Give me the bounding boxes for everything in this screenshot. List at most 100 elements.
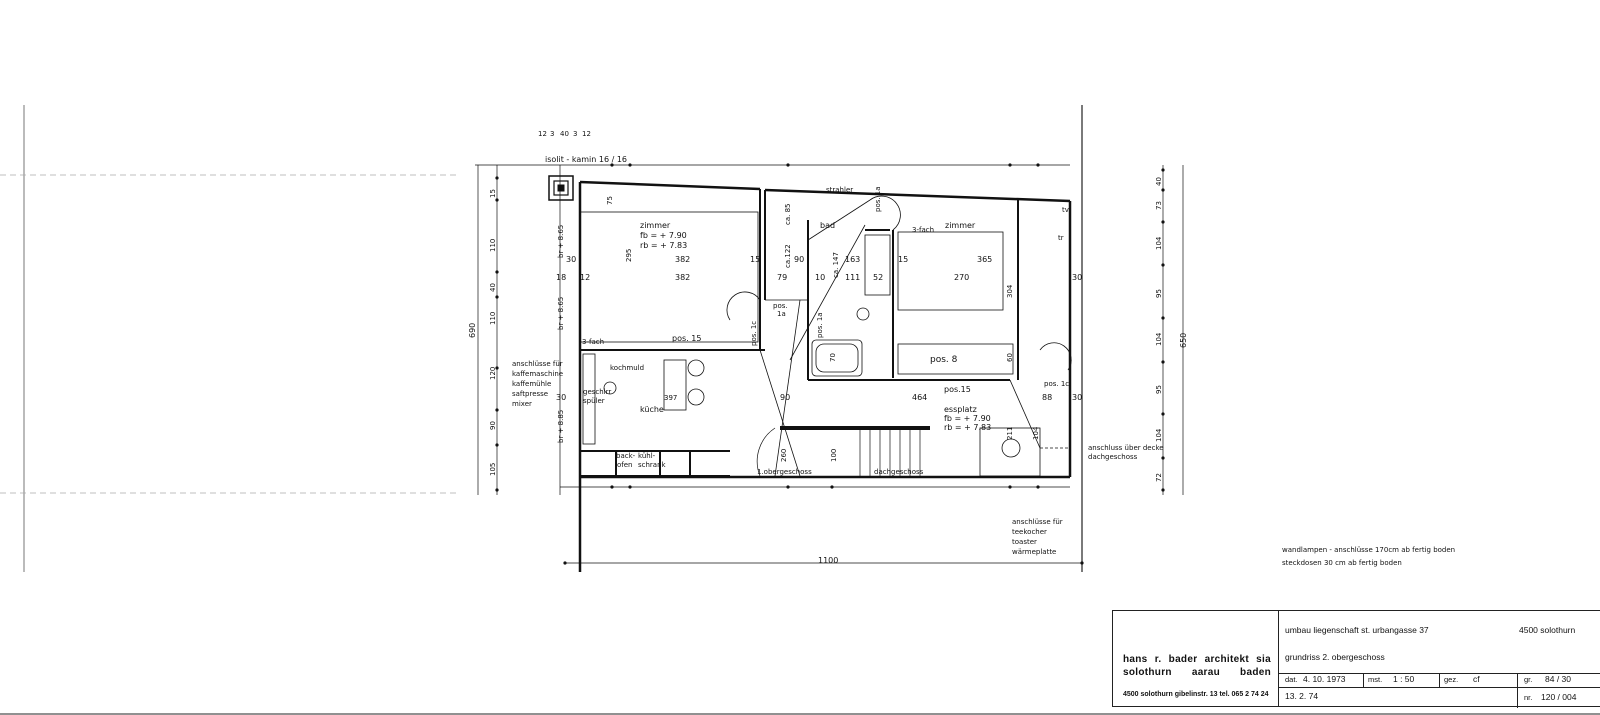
note-left: anschlüsse für kaffemaschine kaffemühle … — [512, 360, 563, 408]
note-bottom: anschlüsse für teekocher toaster wärmepl… — [1012, 518, 1063, 556]
dim-right-3: 95 — [1155, 289, 1163, 298]
dim-left-3: 110 — [489, 312, 497, 325]
dim-left-0: 15 — [489, 189, 497, 198]
label-pos1a-c: pos. 1a — [816, 312, 824, 338]
note-bottom-1: teekocher — [1012, 528, 1047, 536]
dim-70: 70 — [829, 353, 837, 362]
chimney — [548, 175, 574, 201]
firm-line-1: hans r. bader architekt sia — [1123, 654, 1271, 665]
dim-30a: 30 — [566, 255, 576, 264]
number-label: nr. — [1524, 693, 1533, 702]
label-pos15-b: pos.15 — [944, 385, 971, 394]
firm-name: hans r. bader architekt sia solothurn aa… — [1123, 653, 1271, 679]
dimension-lines — [475, 164, 1184, 564]
size-value: 84 / 30 — [1545, 674, 1571, 684]
dim-left-4: 120 — [489, 367, 497, 380]
dim-top-3: 3 — [573, 130, 577, 138]
dim-85: ca. 85 — [784, 204, 792, 226]
dim-18: 18 — [556, 273, 566, 282]
dim-88: 88 — [1042, 393, 1052, 402]
dim-211: 211 — [1006, 427, 1014, 440]
dim-15b: 15 — [898, 255, 908, 264]
dim-260: 260 — [780, 449, 788, 462]
label-kochmulde: kochmuld — [610, 364, 644, 372]
dim-right-6: 104 — [1155, 428, 1163, 442]
dim-79: 79 — [777, 273, 787, 282]
title-block-divider-2 — [1439, 673, 1440, 687]
dim-br-3: br + 8.85 — [557, 410, 565, 443]
scale-value: 1 : 50 — [1393, 674, 1415, 684]
label-geschirr-2: spüler — [583, 397, 605, 405]
dim-top-2: 40 — [560, 130, 569, 138]
note-general-1: steckdosen 30 cm ab fertig boden — [1282, 559, 1402, 567]
note-right: anschluss über decke dachgeschoss — [1088, 444, 1164, 461]
label-zimmer-left-rb: rb = + 7.83 — [640, 241, 687, 250]
title-block: hans r. bader architekt sia solothurn aa… — [1112, 610, 1600, 708]
label-strahler: strahler — [826, 186, 853, 194]
dim-100: 100 — [830, 449, 838, 462]
title-block-divider-3 — [1517, 673, 1518, 708]
label-kueche: küche — [640, 405, 664, 414]
title-block-divider-1 — [1363, 673, 1364, 687]
dim-15a: 15 — [750, 255, 760, 264]
dim-52: 52 — [873, 273, 883, 282]
label-tr: tr — [1058, 234, 1064, 242]
dim-104: 104 — [1032, 426, 1040, 440]
note-left-1: kaffemaschine — [512, 370, 563, 378]
label-pos1a-b2: 1a — [777, 310, 786, 318]
dim-12: 12 — [580, 273, 590, 282]
stair — [756, 427, 921, 477]
note-bottom-2: toaster — [1012, 538, 1037, 546]
label-pos8: pos. 8 — [930, 355, 958, 365]
label-kuehl-1: kühl- — [638, 452, 656, 460]
dim-163: 163 — [845, 255, 860, 264]
dim-right-0: 40 — [1155, 177, 1163, 186]
label-kuehl-2: schrank — [638, 461, 667, 469]
label-tv: tv — [1062, 206, 1069, 214]
dim-270: 270 — [954, 273, 969, 282]
title-block-firm: hans r. bader architekt sia solothurn aa… — [1113, 611, 1279, 706]
dim-382b: 382 — [675, 273, 690, 282]
dim-left-2: 40 — [489, 283, 497, 292]
label-zimmer-left-fb: fb = + 7.90 — [640, 231, 687, 240]
sheet-frame — [0, 105, 1600, 715]
label-essplatz: essplatz — [944, 405, 977, 414]
dim-br-1: br + 8.65 — [557, 225, 565, 258]
label-3fach-right: 3-fach — [912, 226, 934, 234]
dim-left-5: 90 — [489, 421, 497, 430]
label-bad: bad — [820, 221, 835, 230]
drawn-label: gez. — [1444, 675, 1459, 684]
dim-295: 295 — [625, 249, 633, 262]
note-bottom-3: wärmeplatte — [1012, 548, 1056, 556]
date-label: dat. — [1285, 675, 1298, 684]
label-zimmer-right: zimmer — [945, 221, 976, 230]
dim-464: 464 — [912, 393, 927, 402]
dim-right-total: 650 — [1179, 333, 1188, 348]
note-general: wandlampen - anschlüsse 170cm ab fertig … — [1282, 546, 1455, 567]
dim-111: 111 — [845, 273, 860, 282]
dim-top-0: 12 — [538, 130, 547, 138]
label-pos1a-b: pos. — [773, 302, 788, 310]
dim-382a: 382 — [675, 255, 690, 264]
note-bottom-0: anschlüsse für — [1012, 518, 1063, 526]
firm-address: 4500 solothurn gibelinstr. 13 tel. 065 2… — [1123, 691, 1269, 698]
dimension-ticks — [495, 163, 1165, 565]
note-right-1: dachgeschoss — [1088, 453, 1138, 461]
dim-147: ca. 147 — [832, 252, 840, 278]
note-general-0: wandlampen - anschlüsse 170cm ab fertig … — [1282, 546, 1455, 554]
dim-left-6: 105 — [489, 463, 497, 476]
label-essplatz-rb: rb = + 7.83 — [944, 423, 991, 432]
dim-top-1: 3 — [550, 130, 554, 138]
title-block-row-2 — [1278, 687, 1600, 699]
dim-90b: 90 — [780, 393, 790, 402]
note-right-0: anschluss über decke — [1088, 444, 1164, 452]
chimney-label: isolit - kamin 16 / 16 — [545, 155, 627, 164]
dim-br-2: br + 8.65 — [557, 297, 565, 330]
dim-30b: 30 — [1072, 273, 1082, 282]
dim-30c: 30 — [556, 393, 566, 402]
dim-122: ca.122 — [784, 244, 792, 268]
dim-bottom-total: 1100 — [818, 556, 838, 565]
dim-10: 10 — [815, 273, 825, 282]
firm-line-2: solothurn aarau baden — [1123, 667, 1271, 678]
